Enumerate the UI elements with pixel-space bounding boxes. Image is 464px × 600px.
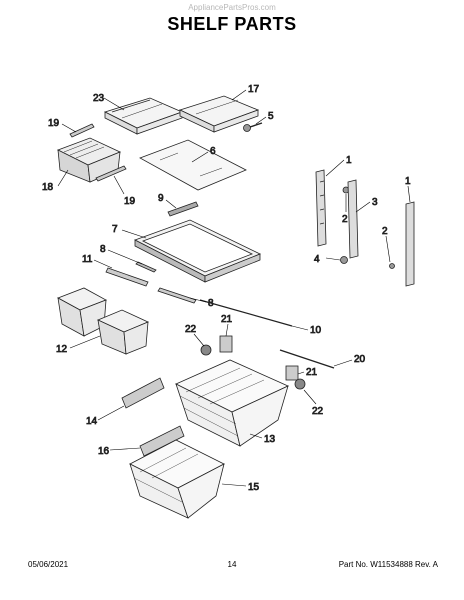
callout-20: 20 <box>354 354 366 365</box>
callout-9: 9 <box>158 193 164 204</box>
callout-2-right: 2 <box>382 226 388 237</box>
callout-23: 23 <box>93 93 105 104</box>
callout-7: 7 <box>112 224 118 235</box>
part-17-shelf-cover[interactable] <box>178 95 260 133</box>
part-5-screw[interactable] <box>243 122 263 132</box>
callout-3: 3 <box>372 197 378 208</box>
part-8-trim-left[interactable] <box>135 261 157 273</box>
callout-19-bottom: 19 <box>124 196 136 207</box>
footer-page-number: 14 <box>227 560 237 569</box>
part-15-wire-basket[interactable] <box>129 439 225 519</box>
callout-15: 15 <box>248 482 260 493</box>
part-1-ladder-left[interactable] <box>315 169 327 247</box>
part-21-roller-bracket-right[interactable] <box>285 365 299 381</box>
callout-18: 18 <box>42 182 54 193</box>
part-22-roller-left[interactable] <box>200 344 212 356</box>
part-4-clip-bottom[interactable] <box>340 256 348 264</box>
callout-21-right: 21 <box>306 367 318 378</box>
callout-22-right: 22 <box>312 406 324 417</box>
callout-1-left: 1 <box>346 155 352 166</box>
callout-19-top: 19 <box>48 118 60 129</box>
callout-5: 5 <box>268 111 274 122</box>
callout-2-left: 2 <box>342 214 348 225</box>
part-6-glass-shelf[interactable] <box>139 139 247 191</box>
callout-8-right: 8 <box>208 298 214 309</box>
part-14-basket-end[interactable] <box>121 377 165 409</box>
callout-21-left: 21 <box>221 314 233 325</box>
part-3-ladder-mid[interactable] <box>347 179 359 259</box>
part-12-crisper-bins[interactable] <box>57 287 149 355</box>
part-13-wire-basket[interactable] <box>175 359 289 447</box>
callout-14: 14 <box>86 416 98 427</box>
callout-13: 13 <box>264 434 276 445</box>
part-21-roller-bracket-left[interactable] <box>219 335 233 353</box>
callout-1-right: 1 <box>405 176 411 187</box>
page-title: SHELF PARTS <box>167 14 297 34</box>
part-8-trim-right[interactable] <box>157 287 197 304</box>
part-7-shelf-frame[interactable] <box>134 219 261 283</box>
callout-10: 10 <box>310 325 322 336</box>
part-23-shelf-cover[interactable] <box>103 97 184 135</box>
leader-lines <box>57 89 411 487</box>
part-11-trim[interactable] <box>105 267 149 287</box>
part-22-roller-right[interactable] <box>294 378 306 390</box>
callout-6: 6 <box>210 146 216 157</box>
callout-16: 16 <box>98 446 110 457</box>
watermark: AppliancePartsPros.com <box>188 3 276 12</box>
part-16-basket-end[interactable] <box>139 425 185 457</box>
part-10-rod[interactable] <box>199 299 293 327</box>
part-1-ladder-right[interactable] <box>405 201 415 287</box>
part-19-rail-bottom[interactable] <box>95 165 127 182</box>
part-9-bracket[interactable] <box>167 201 199 217</box>
part-2-clip-right[interactable] <box>389 263 395 269</box>
callout-11: 11 <box>82 254 93 265</box>
callout-22-left: 22 <box>185 324 197 335</box>
part-20-rod[interactable] <box>279 349 335 369</box>
callout-17: 17 <box>248 84 260 95</box>
callout-8-left: 8 <box>100 244 106 255</box>
callout-4: 4 <box>314 254 320 265</box>
footer-date: 05/06/2021 <box>28 560 69 569</box>
callout-12: 12 <box>56 344 68 355</box>
footer-part-number: Part No. W11534888 Rev. A <box>338 560 438 569</box>
part-19-rail-top[interactable] <box>69 123 95 138</box>
